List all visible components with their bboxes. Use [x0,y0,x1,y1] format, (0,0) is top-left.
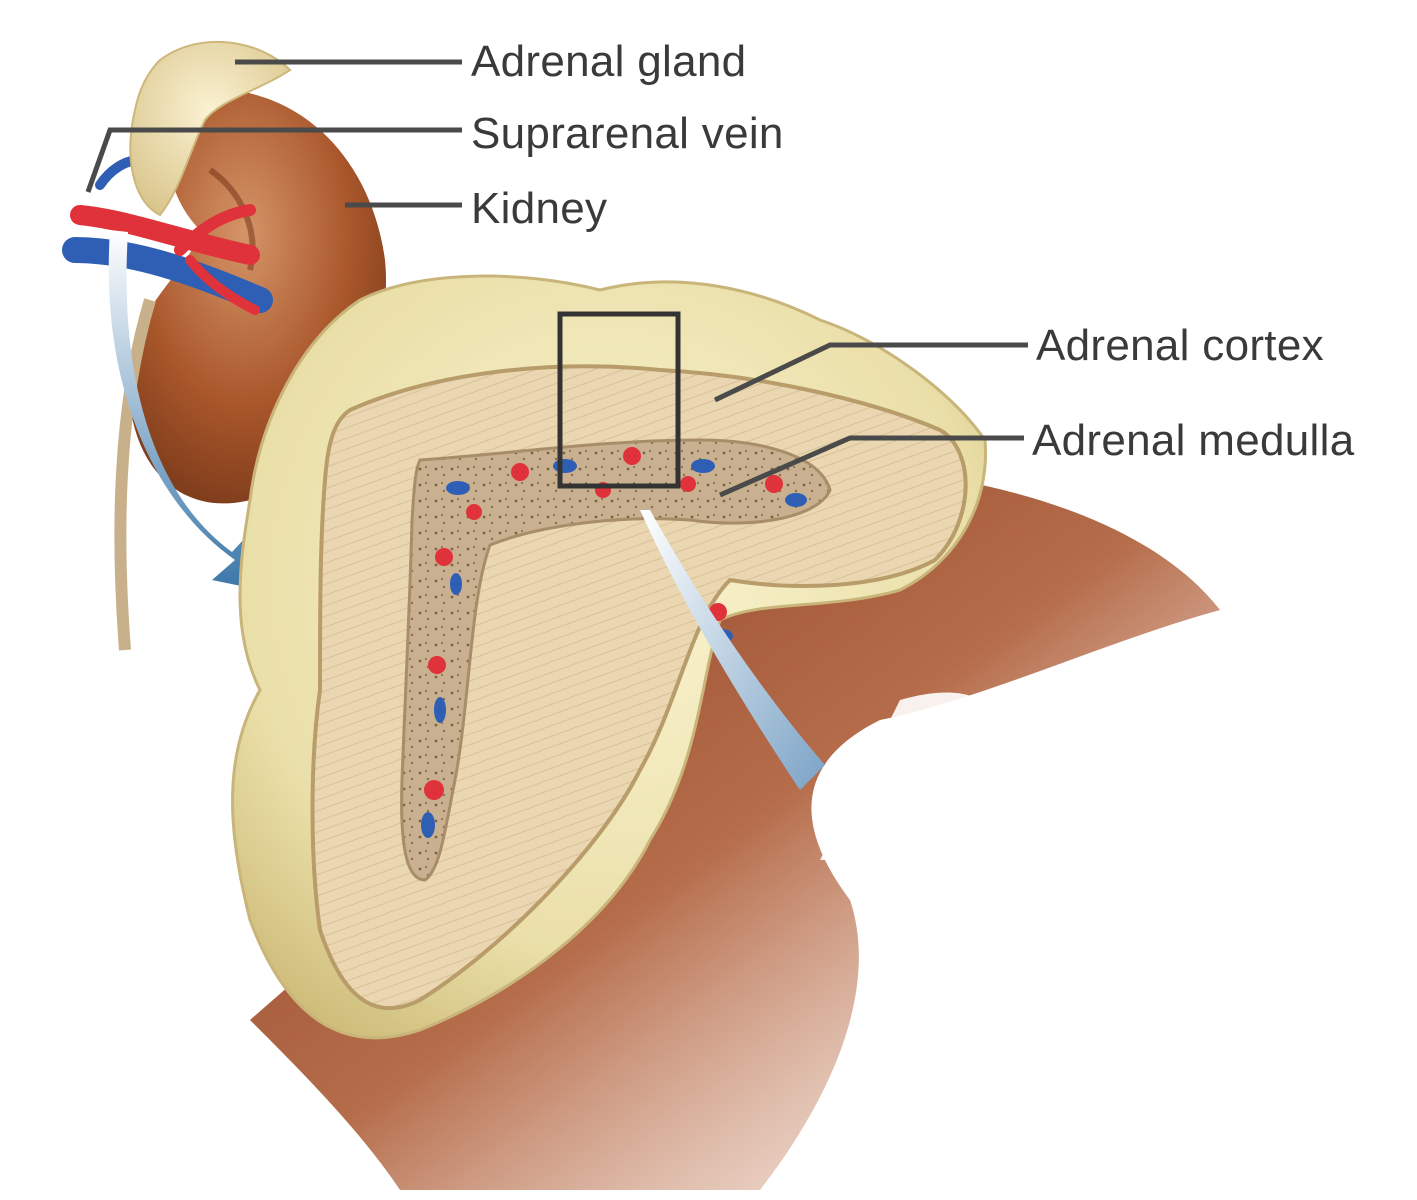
adrenal-section [231,274,988,1040]
label-adrenal-gland: Adrenal gland [471,37,747,86]
zoom-box [557,311,681,489]
pointer-arrow [640,510,825,790]
adrenal-medulla-region [400,438,832,882]
label-adrenal-cortex: Adrenal cortex [1036,321,1324,370]
small-adrenal-gland [129,40,292,217]
label-kidney: Kidney [471,184,608,233]
label-adrenal-medulla: Adrenal medulla [1032,416,1355,465]
leader-lines [85,59,1028,498]
background-tissue [250,470,1220,1190]
label-suprarenal-vein: Suprarenal vein [471,109,784,158]
renal-vessels [62,155,273,315]
ureter [114,298,156,651]
